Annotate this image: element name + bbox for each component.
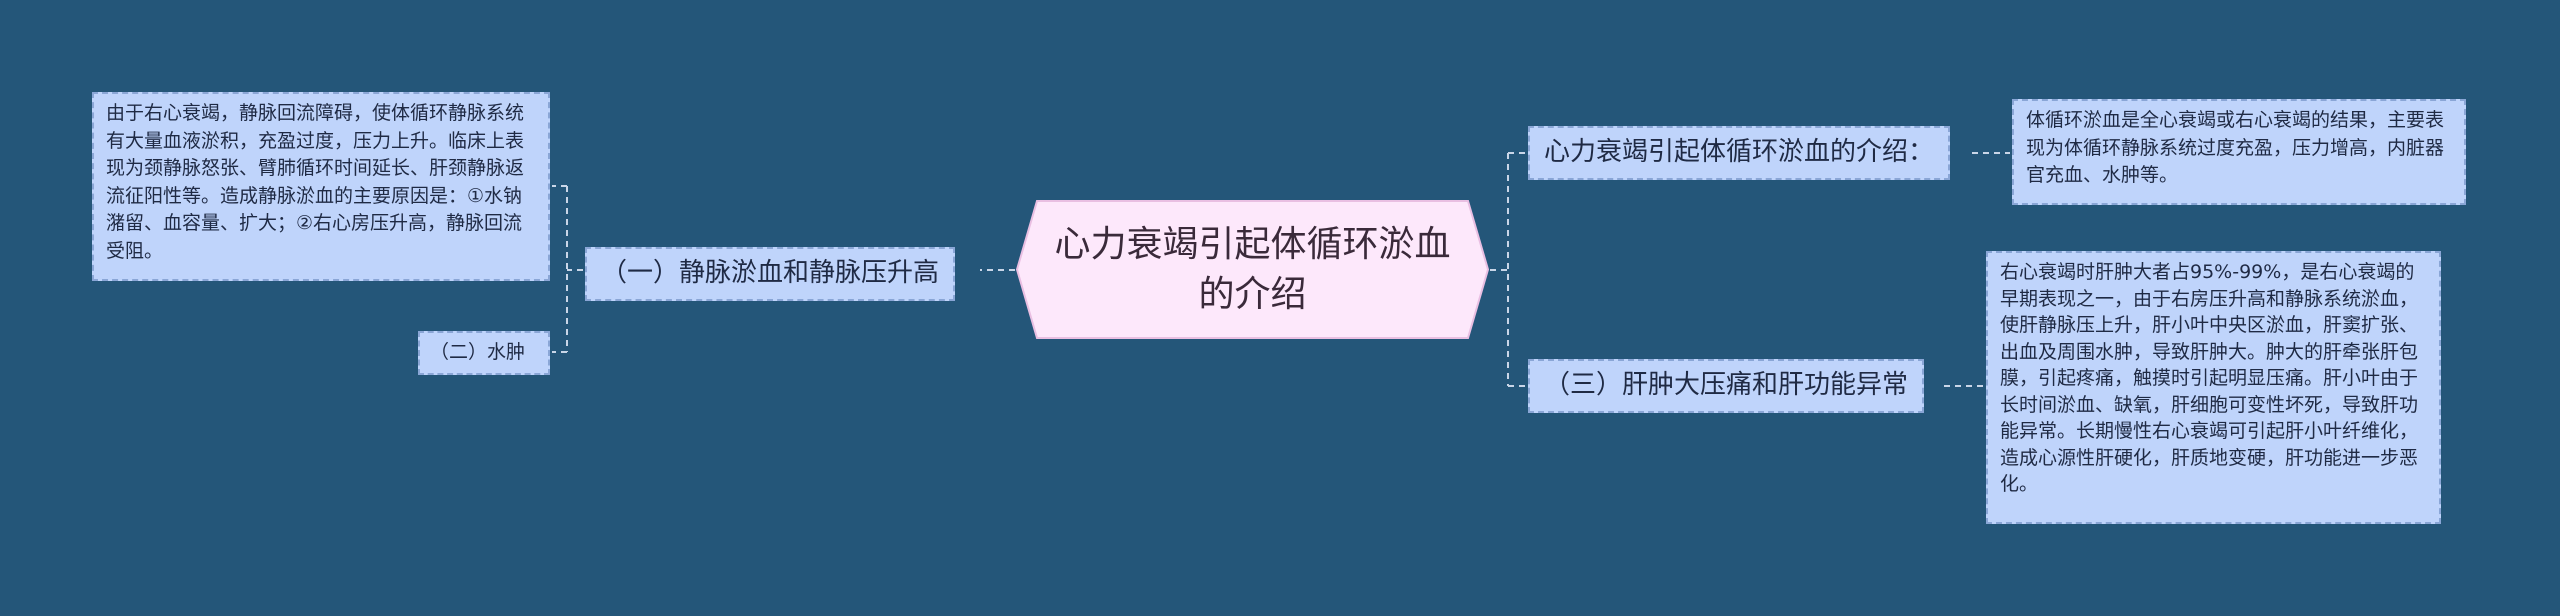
right-detail-intro-text: 体循环淤血是全心衰竭或右心衰竭的结果，主要表现为体循环静脉系统过度充盈，压力增高… [2026, 109, 2445, 186]
branch-liver-label: （三）肝肿大压痛和肝功能异常 [1544, 370, 1909, 400]
branch-edema[interactable]: （二）水肿 [418, 331, 550, 375]
left-detail-text: 由于右心衰竭，静脉回流障碍，使体循环静脉系统有大量血液淤积，充盈过度，压力上升。… [106, 102, 525, 262]
branch-intro-label: 心力衰竭引起体循环淤血的介绍： [1544, 137, 1935, 167]
central-topic-shape [1015, 200, 1490, 339]
central-topic-title: 心力衰竭引起体循环淤血的介绍 [1054, 223, 1451, 315]
right-detail-liver-text: 右心衰竭时肝肿大者占95%-99%，是右心衰竭的早期表现之一，由于右房压升高和静… [2000, 261, 2419, 495]
right-detail-intro[interactable]: 体循环淤血是全心衰竭或右心衰竭的结果，主要表现为体循环静脉系统过度充盈，压力增高… [2012, 99, 2466, 205]
connector-right-trunk [1490, 152, 1528, 387]
right-detail-liver[interactable]: 右心衰竭时肝肿大者占95%-99%，是右心衰竭的早期表现之一，由于右房压升高和静… [1986, 251, 2441, 524]
branch-liver[interactable]: （三）肝肿大压痛和肝功能异常 [1528, 359, 1925, 413]
left-detail-venous-congestion[interactable]: 由于右心衰竭，静脉回流障碍，使体循环静脉系统有大量血液淤积，充盈过度，压力上升。… [92, 92, 550, 281]
branch-venous-congestion[interactable]: （一）静脉淤血和静脉压升高 [585, 247, 956, 301]
central-topic[interactable]: 心力衰竭引起体循环淤血的介绍 [1015, 199, 1490, 340]
branch-intro[interactable]: 心力衰竭引起体循环淤血的介绍： [1528, 126, 1951, 180]
branch-edema-label: （二）水肿 [430, 341, 526, 363]
connector-left-trunk [552, 185, 583, 353]
branch-venous-congestion-label: （一）静脉淤血和静脉压升高 [601, 258, 940, 288]
